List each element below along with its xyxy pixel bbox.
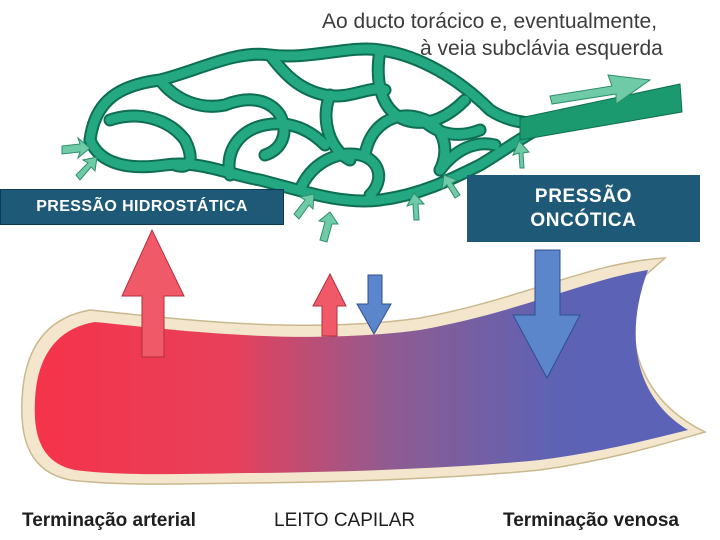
hydrostatic-pressure-text: PRESSÃO HIDROSTÁTICA	[36, 198, 248, 216]
caption-line-2: à veia subclávia esquerda	[322, 35, 712, 62]
inflow-arrow-icon	[76, 157, 97, 180]
blood-flow	[35, 270, 688, 474]
oncotic-line-2: ONCÓTICA	[530, 209, 636, 233]
oncotic-pressure-label: PRESSÃO ONCÓTICA	[467, 175, 700, 242]
hydrostatic-pressure-label: PRESSÃO HIDROSTÁTICA	[0, 189, 284, 225]
inflow-arrow-icon	[319, 212, 338, 242]
venous-end-label: Terminação venosa	[503, 510, 679, 532]
thoracic-duct-caption: Ao ducto torácico e, eventualmente, à ve…	[322, 8, 712, 62]
caption-line-1: Ao ducto torácico e, eventualmente,	[322, 8, 712, 35]
oncotic-line-1: PRESSÃO	[530, 185, 636, 209]
inflow-arrow-icon	[294, 194, 314, 219]
capillary-bed-label: LEITO CAPILAR	[274, 510, 415, 532]
arterial-end-label: Terminação arterial	[22, 510, 196, 532]
